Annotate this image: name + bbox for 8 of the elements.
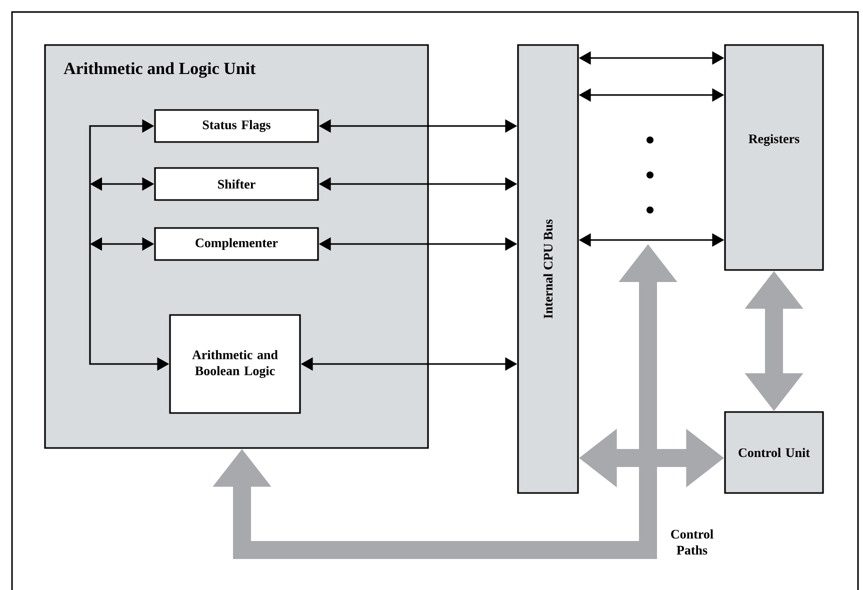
component-box: Status Flags: [154, 109, 319, 143]
path-label: Control Paths: [671, 529, 714, 555]
bus-bar: Internal CPU Bus: [517, 44, 579, 494]
register-box: Registers: [724, 44, 824, 271]
control-box: Control Unit: [724, 411, 824, 494]
component-box: Shifter: [154, 167, 319, 201]
component-box: Arithmetic and Boolean Logic: [169, 314, 301, 414]
component-box: Complementer: [154, 227, 319, 261]
